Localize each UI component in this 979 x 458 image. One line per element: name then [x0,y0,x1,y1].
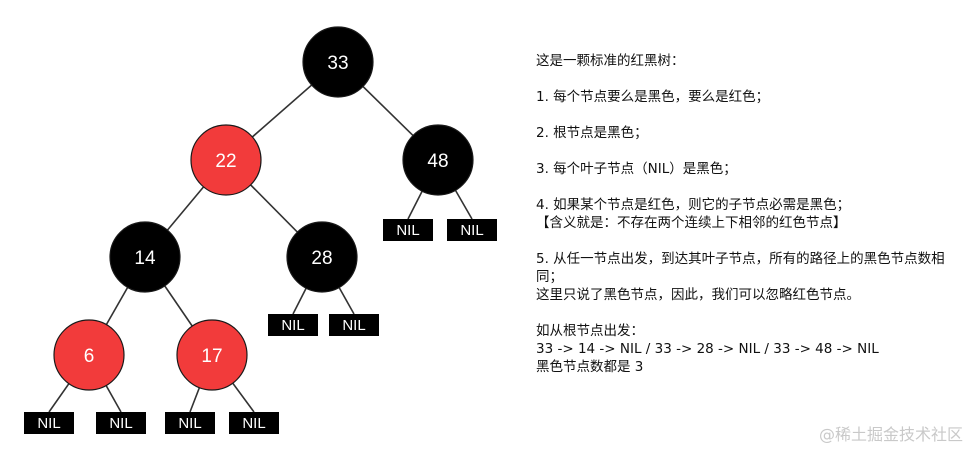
rules-panel: 这是一颗标准的红黑树： 1. 每个节点要么是黑色，要么是红色； 2. 根节点是黑… [536,52,956,376]
node-circle [402,124,474,196]
node-circle [109,221,181,293]
nil-leaf: NIL [383,219,433,241]
nil-leaf: NIL [447,219,497,241]
node-circle [302,26,374,98]
rule-1: 1. 每个节点要么是黑色，要么是红色； [536,89,770,105]
rule-4: 4. 如果某个节点是红色，则它的子节点必需是黑色； [536,197,851,213]
nil-label: NIL [460,222,483,239]
nil-label: NIL [342,317,365,334]
node-label: 22 [215,151,236,172]
example-title: 如从根节点出发： [536,323,644,339]
red-black-tree-diagram: 33 22 48 14 28 6 17 NIL NIL NIL NIL NIL NIL NIL NIL [24,26,497,434]
nil-leaf: NIL [229,412,279,434]
nil-box [383,219,433,241]
tree-nil-leaves: NIL NIL NIL NIL NIL NIL NIL NIL [24,219,497,434]
node-circle [286,221,358,293]
tree-node-33: 33 [302,26,374,98]
rule-4-note: 【含义就是：不存在两个连续上下相邻的红色节点】 [536,215,847,231]
nil-label: NIL [178,415,201,432]
rule-3: 3. 每个叶子节点（NIL）是黑色； [536,161,737,177]
node-label: 14 [134,248,156,269]
rule-5: 5. 从任一节点出发，到达其叶子节点，所有的路径上的黑色节点数相同； [536,251,945,285]
nil-box [24,412,74,434]
nil-label: NIL [109,415,132,432]
notes-title: 这是一颗标准的红黑树： [536,53,685,69]
nil-box [329,314,379,336]
nil-leaf: NIL [24,412,74,434]
tree-node-22: 22 [190,124,262,196]
rule-5-note: 这里只说了黑色节点，因此，我们可以忽略红色节点。 [536,287,860,303]
node-circle [176,319,248,391]
nil-box [268,314,318,336]
node-label: 6 [84,346,95,367]
node-label: 48 [427,151,448,172]
nil-leaf: NIL [268,314,318,336]
tree-node-48: 48 [402,124,474,196]
nil-leaf: NIL [96,412,146,434]
nil-box [165,412,215,434]
nil-label: NIL [242,415,265,432]
node-label: 28 [311,248,332,269]
tree-nodes: 33 22 48 14 28 6 17 [53,26,474,391]
node-circle [53,319,125,391]
nil-label: NIL [281,317,304,334]
tree-node-28: 28 [286,221,358,293]
nil-box [447,219,497,241]
nil-label: NIL [396,222,419,239]
nil-leaf: NIL [329,314,379,336]
nil-box [229,412,279,434]
tree-node-14: 14 [109,221,181,293]
example-result: 黑色节点数都是 3 [536,359,644,375]
rule-2: 2. 根节点是黑色； [536,125,648,141]
node-circle [190,124,262,196]
nil-label: NIL [37,415,60,432]
node-label: 33 [327,53,348,74]
nil-leaf: NIL [165,412,215,434]
watermark: @稀土掘金技术社区 [818,425,963,444]
node-label: 17 [201,346,222,367]
example-paths: 33 -> 14 -> NIL / 33 -> 28 -> NIL / 33 -… [536,341,879,357]
nil-box [96,412,146,434]
tree-node-6: 6 [53,319,125,391]
tree-node-17: 17 [176,319,248,391]
